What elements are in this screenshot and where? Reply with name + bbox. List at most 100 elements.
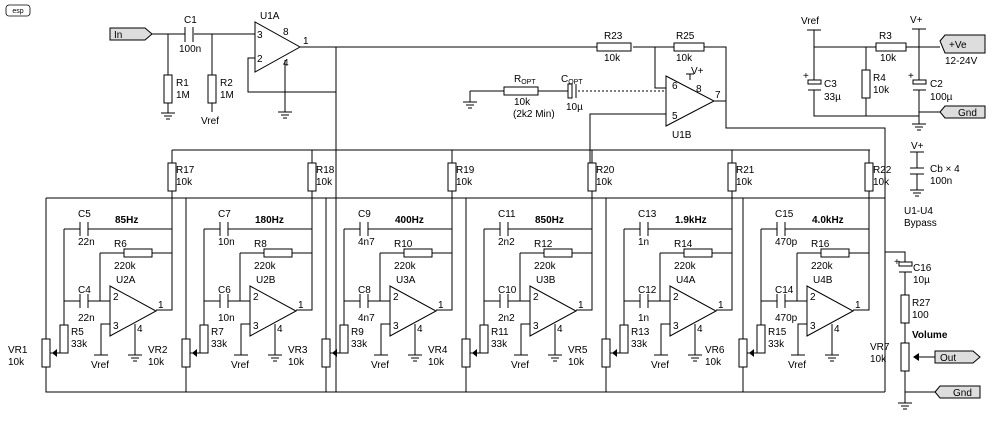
wiper bbox=[192, 349, 197, 357]
copt-value: 10µ bbox=[566, 102, 583, 113]
ve-port[interactable]: +Ve bbox=[939, 34, 986, 54]
pin-label: 2 bbox=[533, 292, 539, 303]
r3-value: 10k bbox=[880, 53, 897, 64]
out-label: Out bbox=[940, 353, 956, 364]
opamp-label: U3A bbox=[396, 275, 416, 286]
vplus-top-label: V+ bbox=[910, 15, 923, 26]
pin-label: 7 bbox=[715, 90, 721, 101]
input-capacitor-value: 4n7 bbox=[358, 313, 375, 324]
band-opamp bbox=[529, 285, 578, 337]
feedback-resistor-value: 220k bbox=[254, 261, 277, 272]
r27-value: 100 bbox=[912, 310, 929, 321]
ropt-label: ROPT bbox=[514, 74, 536, 86]
c16-label: C16 bbox=[913, 263, 932, 274]
r23-value: 10k bbox=[604, 53, 621, 64]
band-opamp bbox=[389, 285, 438, 337]
r4-resistor bbox=[861, 69, 871, 99]
input-port[interactable]: In bbox=[109, 27, 153, 41]
feedback-resistor bbox=[543, 248, 573, 258]
c3-value: 33µ bbox=[824, 92, 841, 103]
ground-resistor-label: R5 bbox=[71, 327, 84, 338]
feedback-resistor-value: 220k bbox=[811, 261, 834, 272]
bus-resistor-label: R17 bbox=[176, 165, 195, 176]
ground-resistor-label: R9 bbox=[351, 327, 364, 338]
vplus-label: V+ bbox=[691, 66, 704, 77]
band-potentiometer[interactable] bbox=[181, 338, 191, 368]
ground-resistor bbox=[59, 324, 69, 354]
pin-label: 4 bbox=[557, 324, 563, 335]
r27-label: R27 bbox=[912, 298, 931, 309]
vr7-label: VR7 bbox=[870, 342, 890, 353]
gnd-top-label: Gnd bbox=[958, 108, 977, 119]
wiper bbox=[52, 349, 57, 357]
pin-label: 1 bbox=[303, 36, 309, 47]
pin-label: 2 bbox=[257, 54, 263, 65]
c16-value: 10µ bbox=[913, 275, 930, 286]
gnd-top-port[interactable]: Gnd bbox=[939, 105, 986, 119]
feedback-resistor bbox=[263, 248, 293, 258]
band-potentiometer[interactable] bbox=[461, 338, 471, 368]
pin-label: 3 bbox=[810, 321, 816, 332]
feedback-resistor bbox=[683, 248, 713, 258]
potentiometer-label: VR5 bbox=[568, 345, 588, 356]
bus-resistor bbox=[307, 162, 317, 192]
potentiometer-value: 10k bbox=[428, 357, 445, 368]
opamp-label: U3B bbox=[536, 275, 556, 286]
c2-label: C2 bbox=[930, 79, 943, 90]
feedback-resistor-value: 220k bbox=[674, 261, 697, 272]
vr7-value: 10k bbox=[870, 354, 887, 365]
c2-plus: + bbox=[908, 71, 914, 82]
top-capacitor-label: C11 bbox=[498, 209, 516, 220]
band-potentiometer[interactable] bbox=[738, 338, 748, 368]
ve-label: +Ve bbox=[949, 40, 967, 51]
ground-resistor-value: 33k bbox=[768, 339, 785, 350]
ropt-resistor bbox=[503, 86, 539, 96]
ground-resistor bbox=[756, 324, 766, 354]
bypass-line2: Bypass bbox=[904, 218, 937, 229]
pin-label: 1 bbox=[298, 300, 304, 311]
band-potentiometer[interactable] bbox=[41, 338, 51, 368]
top-capacitor-label: C13 bbox=[638, 209, 657, 220]
potentiometer-label: VR1 bbox=[8, 345, 28, 356]
top-capacitor-label: C5 bbox=[78, 209, 91, 220]
top-capacitor-label: C9 bbox=[358, 209, 371, 220]
potentiometer-label: VR3 bbox=[288, 345, 308, 356]
band-potentiometer[interactable] bbox=[321, 338, 331, 368]
bus-resistor-label: R20 bbox=[596, 165, 615, 176]
ground-resistor-value: 33k bbox=[211, 339, 228, 350]
bus-resistor bbox=[167, 162, 177, 192]
r25-resistor bbox=[673, 42, 705, 52]
feedback-resistor-value: 220k bbox=[534, 261, 557, 272]
ground-resistor-label: R11 bbox=[491, 327, 509, 338]
top-capacitor-value: 4n7 bbox=[358, 237, 375, 248]
top-capacitor-label: C15 bbox=[775, 209, 794, 220]
r3-resistor bbox=[875, 42, 907, 52]
pin-label: 1 bbox=[158, 300, 164, 311]
input-capacitor-label: C14 bbox=[775, 285, 794, 296]
out-port[interactable]: Out bbox=[934, 350, 981, 364]
potentiometer-value: 10k bbox=[288, 357, 305, 368]
input-capacitor-value: 470p bbox=[775, 313, 798, 324]
pin-label: 2 bbox=[253, 292, 259, 303]
gnd-bottom-port[interactable]: Gnd bbox=[934, 385, 981, 399]
potentiometer-label: VR6 bbox=[705, 345, 725, 356]
pin-label: 3 bbox=[257, 30, 263, 41]
wiper bbox=[749, 349, 754, 357]
input-capacitor-label: C6 bbox=[218, 285, 231, 296]
band-potentiometer[interactable] bbox=[601, 338, 611, 368]
ve-range: 12-24V bbox=[945, 56, 978, 67]
pin-label: 5 bbox=[672, 111, 678, 122]
bus-resistor-value: 10k bbox=[316, 177, 333, 188]
r4-label: R4 bbox=[873, 73, 886, 84]
top-capacitor-value: 10n bbox=[218, 237, 235, 248]
u1b-opamp: 6 5 8 7 U1B V+ bbox=[665, 66, 721, 141]
band-frequency: 85Hz bbox=[115, 215, 138, 226]
bus-resistor-value: 10k bbox=[596, 177, 613, 188]
ground-resistor-value: 33k bbox=[351, 339, 368, 350]
bus-resistor-value: 10k bbox=[873, 177, 890, 188]
c2-value: 100µ bbox=[930, 92, 953, 103]
vr7-potentiometer[interactable] bbox=[900, 342, 910, 372]
